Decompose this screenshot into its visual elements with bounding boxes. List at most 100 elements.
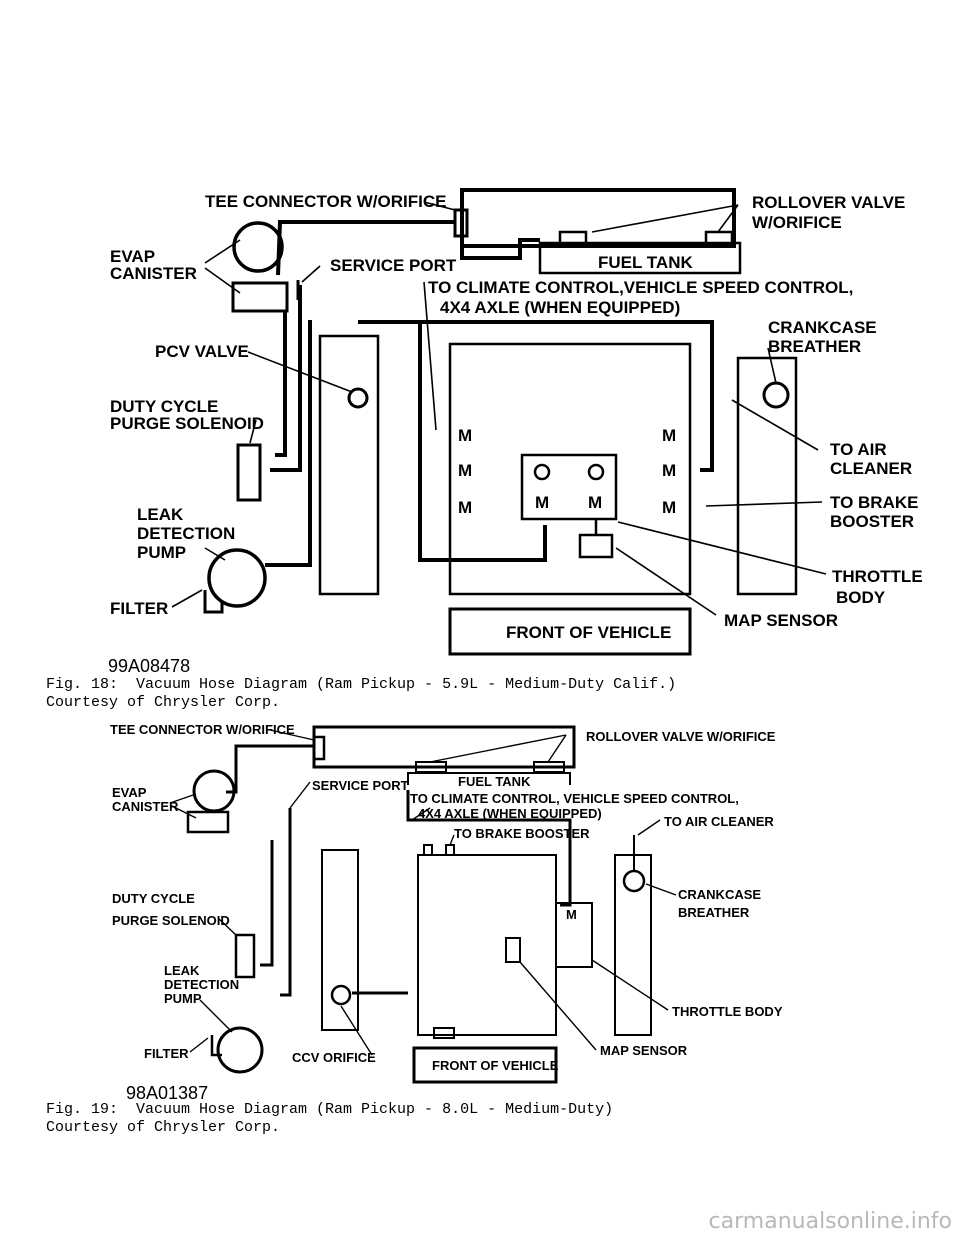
canister-base xyxy=(231,281,289,313)
brake-booster-label: TO BRAKE BOOSTER xyxy=(454,826,590,841)
hose-service xyxy=(270,285,302,472)
hose-purge xyxy=(260,840,274,967)
figure-caption: Fig. 18: Vacuum Hose Diagram (Ram Pickup… xyxy=(46,676,676,712)
left-rail xyxy=(318,334,380,596)
pcv-valve-label: PCV VALVE xyxy=(155,342,249,361)
map-sensor-label: MAP SENSOR xyxy=(600,1043,688,1058)
service-port-label: SERVICE PORT xyxy=(330,256,457,275)
throttle-unit xyxy=(520,453,618,521)
throttle-body-label: THROTTLE xyxy=(832,567,923,586)
m-port-3: M xyxy=(458,498,472,517)
m-port-6: M xyxy=(662,498,676,517)
map-sensor xyxy=(505,937,521,963)
duty-cycle-label-2: PURGE SOLENOID xyxy=(110,414,264,433)
rollover-valve-label: ROLLOVER VALVE W/ORIFICE xyxy=(586,729,776,744)
canister-base xyxy=(186,810,230,834)
booster-fitting-1 xyxy=(423,844,433,856)
intake-manifold xyxy=(448,342,692,596)
leak-detection-label-2: DETECTION xyxy=(137,524,235,543)
left-rail xyxy=(321,849,359,1031)
leak-detection-label-2: DETECTION xyxy=(164,977,239,992)
throttle-body-label: THROTTLE BODY xyxy=(672,1004,783,1019)
climate-control-label-2: 4X4 AXLE (WHEN EQUIPPED) xyxy=(440,298,680,317)
intake-port-1 xyxy=(533,463,551,481)
fuel-tank-label: FUEL TANK xyxy=(598,253,693,272)
throttle-unit xyxy=(555,902,593,968)
m-port-2: M xyxy=(458,461,472,480)
leak-detection-label: LEAK xyxy=(137,505,184,524)
fuel-tank-label: FUEL TANK xyxy=(458,774,531,789)
hose-pcv xyxy=(275,312,287,457)
figure-code-2: 98A01387 xyxy=(126,1083,209,1103)
leak-detection-label-3: PUMP xyxy=(137,543,186,562)
duty-cycle-label: DUTY CYCLE xyxy=(110,397,218,416)
duty-cycle-label-2: PURGE SOLENOID xyxy=(112,913,230,928)
service-port-label: SERVICE PORT xyxy=(312,778,409,793)
crankcase-breather-label-2: BREATHER xyxy=(678,905,750,920)
leak-detection-pump xyxy=(207,548,267,608)
tee-connector-label: TEE CONNECTOR W/ORIFICE xyxy=(110,722,295,737)
climate-control-label: TO CLIMATE CONTROL,VEHICLE SPEED CONTROL… xyxy=(428,278,853,297)
m-port-5: M xyxy=(662,461,676,480)
hose-tee-canister xyxy=(276,220,455,276)
purge-solenoid xyxy=(234,933,256,979)
crankcase-breather xyxy=(622,869,646,893)
hose-leak xyxy=(265,320,312,567)
evap-canister-label: EVAP xyxy=(110,247,155,266)
hose-tank-climate xyxy=(460,238,540,260)
front-of-vehicle-label: FRONT OF VEHICLE xyxy=(432,1058,559,1073)
climate-control-label: TO CLIMATE CONTROL, VEHICLE SPEED CONTRO… xyxy=(410,791,739,806)
manifold-outlet xyxy=(433,1027,455,1039)
hose-service xyxy=(280,808,292,997)
front-of-vehicle-box xyxy=(412,1046,558,1084)
intake-port-2 xyxy=(587,463,605,481)
caption-line-2: Courtesy of Chrysler Corp. xyxy=(46,1119,281,1136)
leak-detection-pump xyxy=(216,1026,264,1074)
throttle-body-label-2: BODY xyxy=(836,588,886,607)
evap-canister-label: EVAP xyxy=(112,785,147,800)
rollover-valve xyxy=(533,761,565,773)
brake-booster-label-2: BOOSTER xyxy=(830,512,914,531)
caption-line-1: Fig. 19: Vacuum Hose Diagram (Ram Pickup… xyxy=(46,1101,614,1118)
pcv-valve xyxy=(347,387,369,409)
m-port-7: M xyxy=(535,493,549,512)
front-of-vehicle-label: FRONT OF VEHICLE xyxy=(506,623,671,642)
tank-fitting xyxy=(558,230,588,248)
map-sensor-label: MAP SENSOR xyxy=(724,611,838,630)
tee-connector-label: TEE CONNECTOR W/ORIFICE xyxy=(205,192,446,211)
leak-detection-label-3: PUMP xyxy=(164,991,202,1006)
hose-tee-canister xyxy=(226,744,314,794)
right-rail xyxy=(614,854,652,1036)
crankcase-breather-label-2: BREATHER xyxy=(768,337,861,356)
m-port: M xyxy=(566,907,577,922)
rollover-valve-label-2: W/ORIFICE xyxy=(752,213,842,232)
filter-hose xyxy=(203,590,224,614)
rollover-valve xyxy=(704,230,734,248)
filter-label: FILTER xyxy=(110,599,168,618)
ccv-orifice xyxy=(330,984,352,1006)
ccv-orifice-label: CCV ORIFICE xyxy=(292,1050,376,1065)
filter-label: FILTER xyxy=(144,1046,189,1061)
vacuum-hose-diagram-fig18: TEE CONNECTOR W/ORIFICE ROLLOVER VALVE W… xyxy=(110,188,923,656)
climate-control-label-2: 4X4 AXLE (WHEN EQUIPPED) xyxy=(418,806,602,821)
m-port-1: M xyxy=(458,426,472,445)
rollover-valve-label: ROLLOVER VALVE xyxy=(752,193,905,212)
air-cleaner-label: TO AIR xyxy=(830,440,887,459)
watermark: carmanualsonline.info xyxy=(708,1209,952,1234)
caption-line-1: Fig. 18: Vacuum Hose Diagram (Ram Pickup… xyxy=(46,676,677,693)
hose-climate xyxy=(406,790,572,907)
fuel-tank-body xyxy=(460,188,736,248)
evap-canister-label-2: CANISTER xyxy=(112,799,179,814)
hose-climate-2 xyxy=(418,322,547,562)
filter-hose xyxy=(210,1035,222,1057)
duty-cycle-label: DUTY CYCLE xyxy=(112,891,195,906)
booster-fitting-2 xyxy=(445,844,455,856)
vacuum-hose-diagram-fig19: TEE CONNECTOR W/ORIFICE ROLLOVER VALVE W… xyxy=(110,722,783,1084)
air-cleaner-label: TO AIR CLEANER xyxy=(664,814,774,829)
m-port-4: M xyxy=(662,426,676,445)
evap-canister-label-2: CANISTER xyxy=(110,264,197,283)
evap-canister xyxy=(232,221,284,273)
intake-manifold xyxy=(417,854,557,1036)
caption-line-2: Courtesy of Chrysler Corp. xyxy=(46,694,281,711)
crankcase-breather-label: CRANKCASE xyxy=(678,887,761,902)
